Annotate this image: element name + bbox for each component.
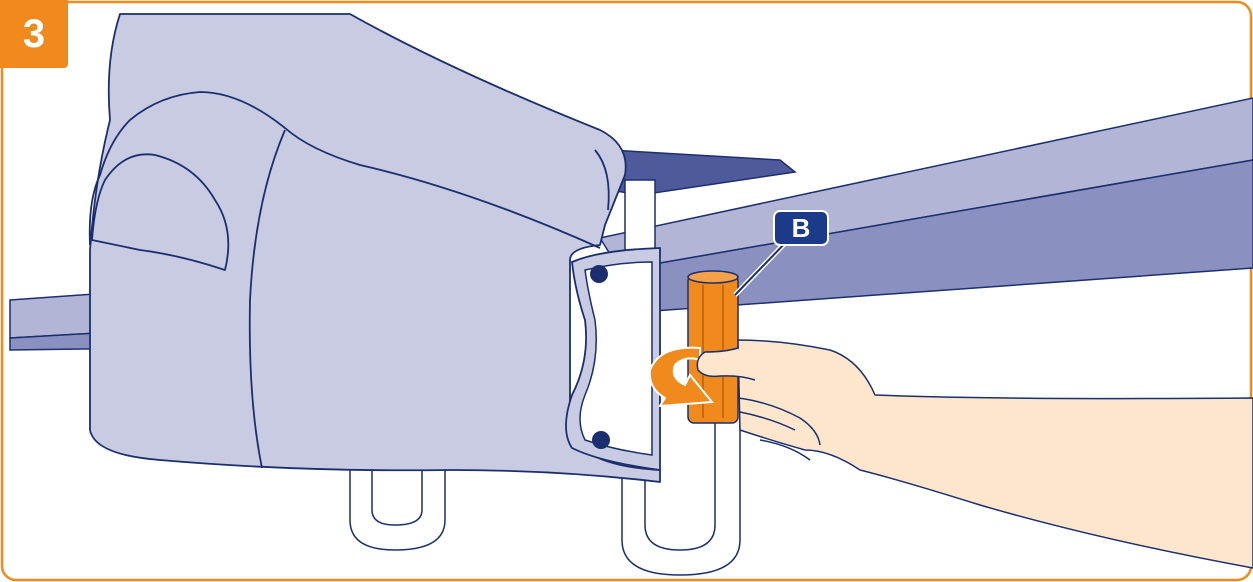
callout-label: B xyxy=(792,213,811,243)
seat-cushion xyxy=(88,13,661,483)
callout-b: B xyxy=(733,210,829,297)
rotate-arrow-icon xyxy=(648,346,714,408)
u-loops xyxy=(349,420,741,576)
screw-top xyxy=(590,265,608,283)
callout-label-box xyxy=(773,210,829,246)
bed-rail xyxy=(9,97,1253,351)
handle-b xyxy=(687,270,739,424)
step-number-badge: 3 xyxy=(0,0,68,68)
mounting-plate-front xyxy=(565,247,661,472)
hand xyxy=(696,339,1253,569)
screw-bottom xyxy=(592,431,610,449)
